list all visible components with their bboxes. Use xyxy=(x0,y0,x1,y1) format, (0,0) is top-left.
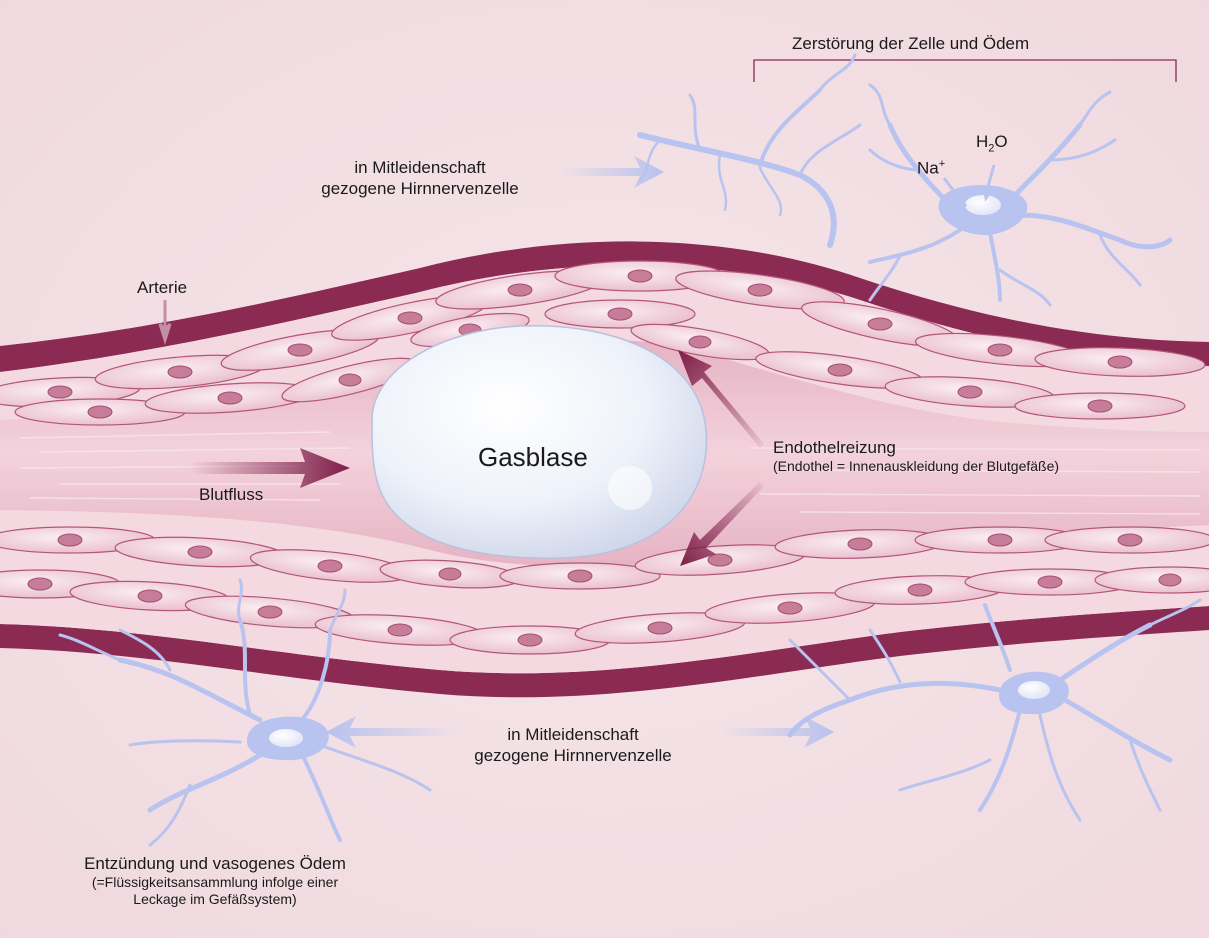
sodium-label-text: Na xyxy=(917,159,939,178)
inflammation-note-2: Leckage im Gefäßsystem) xyxy=(60,891,370,908)
water-label-o: O xyxy=(994,132,1007,151)
endothel-note: (Endothel = Innenauskleidung der Blutgef… xyxy=(773,458,1059,475)
inflammation-label: Entzündung und vasogenes Ödem (=Flüssigk… xyxy=(60,853,370,908)
neuron-bottom-label-line2: gezogene Hirnnervenzelle xyxy=(428,745,718,766)
gas-bubble-label: Gasblase xyxy=(478,442,588,472)
artery-label: Arterie xyxy=(137,277,187,298)
endothel-label: Endothelreizung (Endothel = Innenausklei… xyxy=(773,437,1059,475)
inflammation-note-1: (=Flüssigkeitsansammlung infolge einer xyxy=(60,874,370,891)
neuron-top-label-line2: gezogene Hirnnervenzelle xyxy=(280,178,560,199)
neuron-top-right-nucleus xyxy=(965,195,1001,215)
sodium-label-charge: + xyxy=(939,158,945,170)
blood-flow-label: Blutfluss xyxy=(199,484,263,505)
neuron-top-label: in Mitleidenschaft gezogene Hirnnervenze… xyxy=(280,157,560,199)
endothel-title: Endothelreizung xyxy=(773,437,1059,458)
top-bracket-label: Zerstörung der Zelle und Ödem xyxy=(792,33,1029,54)
neuron-bottom-left-nucleus xyxy=(269,729,303,747)
inflammation-title: Entzündung und vasogenes Ödem xyxy=(60,853,370,874)
water-label-h: H xyxy=(976,132,988,151)
neuron-top-label-line1: in Mitleidenschaft xyxy=(280,157,560,178)
water-label: H2O xyxy=(976,131,1008,159)
neuron-bottom-label-line1: in Mitleidenschaft xyxy=(428,724,718,745)
bubble-highlight xyxy=(608,466,652,510)
neuron-bottom-right-nucleus xyxy=(1018,681,1050,699)
sodium-label: Na+ xyxy=(917,154,945,179)
neuron-bottom-label: in Mitleidenschaft gezogene Hirnnervenze… xyxy=(428,724,718,766)
